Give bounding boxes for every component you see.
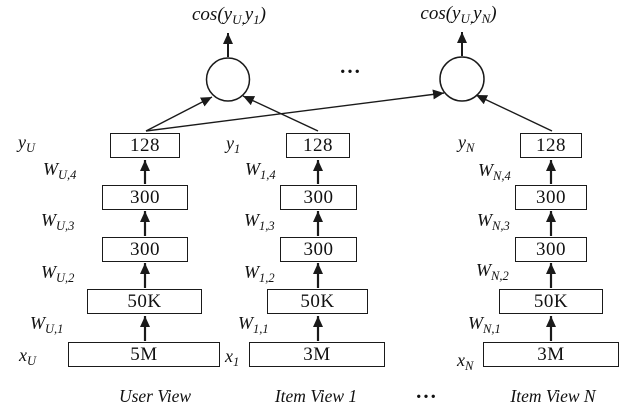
item1-y-label: y1	[226, 133, 241, 156]
user-layer-50k: 50K	[87, 289, 202, 314]
itemN-weight-label-3: WN,3	[477, 210, 510, 233]
item1-caption: Item View 1	[274, 386, 358, 406]
user-weight-label-2: WU,2	[41, 262, 75, 285]
user-weight-label-3: WU,3	[41, 210, 75, 233]
cosine-label-right: cos(yU,yN)	[420, 3, 497, 26]
arrow-item1-to-left-cos	[242, 95, 319, 132]
itemN-x-label: xN	[457, 350, 474, 373]
itemN-layer-50k: 50K	[499, 289, 603, 314]
item1-layer-300-upper: 300	[280, 185, 357, 210]
user-layer-128: 128	[110, 133, 180, 158]
ellipsis-top: ...	[340, 54, 362, 78]
itemN-layer-300-upper: 300	[515, 185, 587, 210]
itemN-weight-label-4: WN,4	[478, 160, 511, 183]
item1-x-label: x1	[225, 346, 240, 369]
cosine-node-right	[439, 56, 485, 102]
itemN-weight-label-1: WN,1	[468, 313, 501, 336]
arrow-user-to-left-cos	[145, 96, 213, 132]
itemN-weight-label-2: WN,2	[476, 260, 509, 283]
cross-connection-arrows	[145, 89, 553, 132]
ellipsis-bottom: ...	[416, 379, 438, 403]
item1-layer-128: 128	[286, 133, 350, 158]
cosine-output-arrows	[223, 32, 467, 57]
item1-weight-label-2: W1,2	[244, 262, 275, 285]
user-layer-300-lower: 300	[102, 237, 188, 262]
user-layer-300-upper: 300	[102, 185, 188, 210]
itemN-layer-3m: 3M	[483, 342, 619, 367]
cosine-label-left: cos(yU,y1)	[192, 4, 266, 27]
arrow-itemN-to-right-cos	[475, 94, 553, 132]
item1-layer-3m: 3M	[249, 342, 385, 367]
user-layer-5m: 5M	[68, 342, 220, 367]
user-x-label: xU	[19, 345, 37, 368]
user-weight-label-4: WU,4	[43, 159, 77, 182]
user-weight-label-1: WU,1	[30, 313, 64, 336]
item1-weight-label-3: W1,3	[244, 210, 275, 233]
cosine-node-left	[205, 57, 251, 102]
item1-weight-label-4: W1,4	[245, 159, 276, 182]
item1-layer-300-lower: 300	[280, 237, 357, 262]
user-y-label: yU	[18, 132, 36, 155]
itemN-layer-128: 128	[520, 133, 582, 158]
item1-layer-50k: 50K	[267, 289, 368, 314]
item1-weight-label-1: W1,1	[238, 313, 269, 336]
itemN-y-label: yN	[458, 132, 475, 155]
user-caption: User View	[118, 386, 192, 406]
itemN-layer-300-lower: 300	[515, 237, 587, 262]
arrow-user-to-right-cos	[145, 89, 445, 132]
itemN-caption: Item View N	[510, 386, 596, 406]
